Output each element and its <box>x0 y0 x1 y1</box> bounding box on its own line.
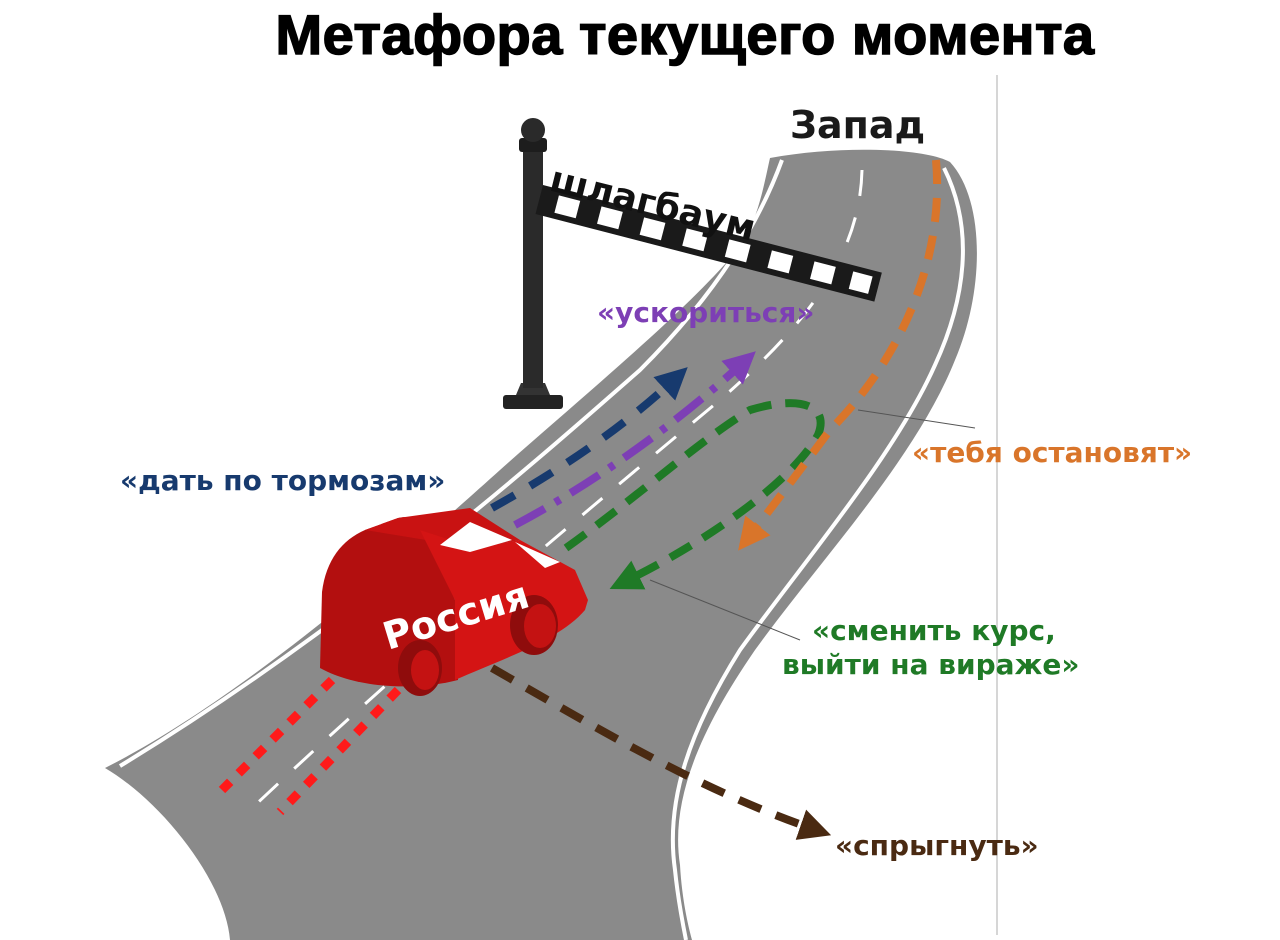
west-label: Запад <box>790 103 925 147</box>
accelerate-label: «ускориться» <box>597 296 814 329</box>
barrier-label: шлагбаум <box>546 159 760 250</box>
jump-label: «спрыгнуть» <box>835 829 1039 862</box>
car-label: Россия <box>378 573 534 659</box>
turn-label-line2: выйти на вираже» <box>782 648 1079 681</box>
stopped-label: «тебя остановят» <box>912 436 1192 469</box>
turn-label-line1: «сменить курс, <box>812 614 1056 647</box>
brake-label: «дать по тормозам» <box>120 464 445 497</box>
